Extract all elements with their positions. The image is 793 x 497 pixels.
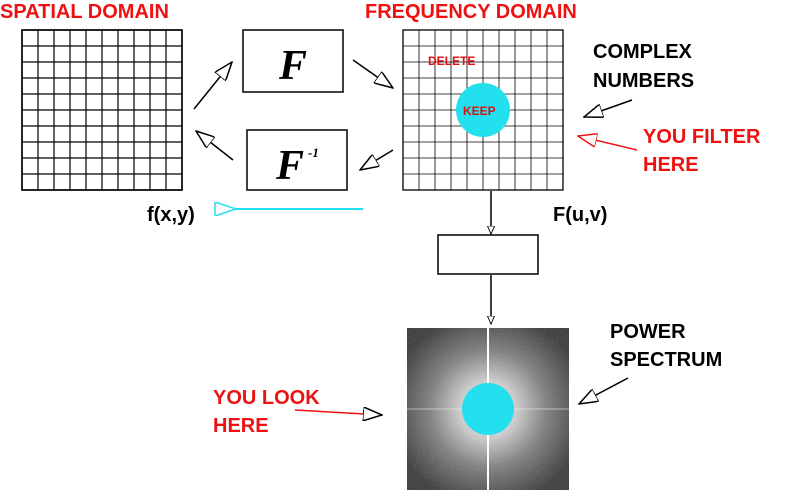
arrow-frequency-to-inverse: [360, 149, 394, 170]
arrow-you-look: [294, 410, 382, 415]
arrow-power-spectrum: [579, 377, 629, 404]
arrow-you-filter: [578, 136, 638, 151]
forward-transform-box: [242, 29, 344, 93]
you-filter-line2: HERE: [643, 154, 699, 176]
forward-transform-symbol: F: [278, 43, 307, 89]
spatial-domain-title: SPATIAL DOMAIN: [0, 1, 169, 23]
spatial-grid: [21, 29, 183, 191]
power-spectrum-line2: SPECTRUM: [610, 349, 722, 371]
complex-numbers-line1: COMPLEX: [593, 41, 693, 63]
arrow-spatial-to-forward: [193, 62, 232, 110]
inverse-superscript: -1: [308, 145, 319, 160]
you-look-line2: HERE: [213, 415, 269, 437]
delete-label: DELETE: [428, 54, 475, 68]
arrow-complex-numbers: [584, 99, 633, 117]
magnitude-box: [437, 234, 539, 275]
arrow-inverse-to-spatial: [196, 131, 234, 161]
spatial-function-label: f(x,y): [147, 204, 195, 226]
keep-label: KEEP: [463, 104, 496, 118]
power-spectrum-image: [407, 328, 569, 490]
frequency-function-label: F(u,v): [553, 204, 607, 226]
arrow-forward-to-frequency: [352, 59, 393, 88]
keep-circle: [456, 83, 510, 137]
inverse-transform-box: [246, 129, 348, 191]
complex-numbers-line2: NUMBERS: [593, 70, 694, 92]
power-spectrum-line1: POWER: [610, 321, 686, 343]
low-frequency-circle: [462, 383, 514, 435]
you-look-line1: YOU LOOK: [213, 387, 320, 409]
inverse-transform-symbol: F: [275, 143, 304, 189]
frequency-domain-title: FREQUENCY DOMAIN: [365, 1, 577, 23]
you-filter-line1: YOU FILTER: [643, 126, 761, 148]
